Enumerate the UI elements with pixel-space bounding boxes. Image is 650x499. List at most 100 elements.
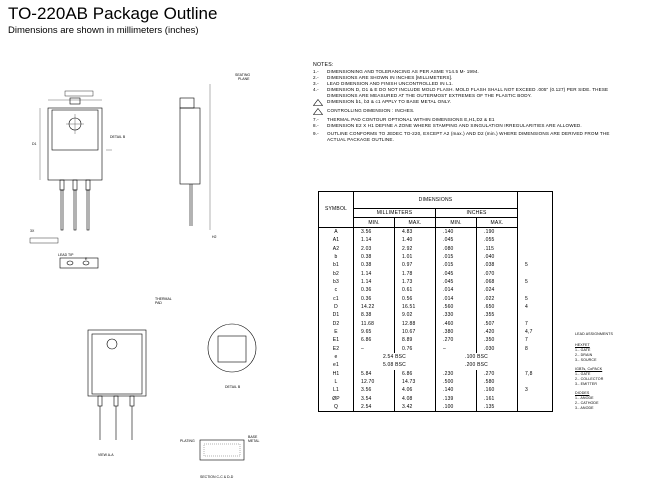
table-cell: 1.78 — [394, 269, 436, 278]
table-cell: 4.08 — [394, 394, 436, 403]
page-title: TO-220AB Package Outline — [8, 4, 218, 23]
table-cell: D2 — [318, 319, 354, 328]
side-view: SEATING PLANE H2 — [179, 73, 250, 239]
svg-text:DETAIL B: DETAIL B — [110, 135, 126, 139]
table-cell: c — [318, 286, 354, 295]
table-cell: .038 — [476, 261, 518, 270]
note-item: 8.-DIMENSION E2 X H1 DEFINE A ZONE WHERE… — [313, 123, 582, 128]
table-cell — [517, 244, 553, 253]
table-cell: 7 — [517, 319, 553, 328]
table-cell: 8.38 — [353, 311, 395, 320]
svg-text:PAD: PAD — [155, 301, 162, 305]
table-cell: .045 — [435, 277, 477, 287]
table-cell: 16.51 — [394, 302, 436, 312]
table-cell: 0.36 — [353, 294, 395, 303]
table-cell: .330 — [435, 311, 477, 320]
table-cell: .355 — [476, 311, 518, 320]
table-cell: 11.68 — [353, 319, 395, 328]
dimensions-header: DIMENSIONS — [353, 191, 518, 209]
table-cell: 7,8 — [517, 369, 553, 378]
lead-item: 3.- ANODE — [575, 406, 594, 410]
table-cell: 5.08 BSC — [353, 361, 436, 370]
table-cell: .500 — [435, 377, 477, 387]
table-cell: 5 — [517, 294, 553, 303]
table-cell: 3 — [517, 386, 553, 395]
table-cell: 0.38 — [353, 261, 395, 270]
table-cell: L — [318, 377, 354, 387]
lead-assignments: LEAD ASSIGNMENTS HEXFET 1.- GATE 2.- DRA… — [575, 332, 613, 411]
svg-text:METAL: METAL — [248, 439, 259, 443]
table-cell: 14.73 — [394, 377, 436, 387]
table-cell — [517, 361, 553, 370]
table-cell: 3.56 — [353, 227, 395, 237]
table-cell: .068 — [476, 277, 518, 287]
table-cell: 5 — [517, 261, 553, 270]
note-item: 7.-THERMAL PAD CONTOUR OPTIONAL WITHIN D… — [313, 117, 495, 122]
svg-text:PLANE: PLANE — [238, 77, 250, 81]
table-cell: 3.42 — [394, 402, 436, 413]
table-cell: 5.84 — [353, 369, 395, 378]
table-cell: D1 — [318, 311, 354, 320]
table-cell: 0.61 — [394, 286, 436, 295]
lead-group-title: HEXFET — [575, 343, 590, 347]
table-cell: 2.92 — [394, 244, 436, 253]
table-cell: 0.56 — [394, 294, 436, 303]
triangle-note-icon — [312, 99, 327, 108]
note-item: DIMENSION b1, b3 & c1 APPLY TO BASE META… — [312, 99, 625, 108]
lead-item: 1.- GATE — [575, 348, 591, 352]
table-cell: 1.40 — [394, 236, 436, 245]
svg-text:SECTION C-C & D-D: SECTION C-C & D-D — [200, 475, 234, 479]
table-cell: .160 — [476, 386, 518, 395]
lead-item: 2.- COLLECTOR — [575, 377, 604, 381]
table-cell: e — [318, 352, 354, 362]
table-cell: .580 — [476, 377, 518, 387]
svg-text:LEAD TIP: LEAD TIP — [58, 253, 74, 257]
view-a-a: THERMAL PAD VIEW A-A — [87, 297, 172, 457]
lead-item: 1.- ANODE — [575, 396, 594, 400]
table-cell: .045 — [435, 236, 477, 245]
notes-list: 1.-DIMENSIONING AND TOLERANCING AS PER A… — [312, 69, 625, 143]
svg-text:E: E — [85, 257, 88, 261]
package-outline-drawing: D1 DETAIL B 3X E SEATING PLANE H2 LEAD T… — [29, 73, 259, 479]
table-cell: A2 — [318, 244, 354, 253]
table-cell: .161 — [476, 394, 518, 403]
note-item: 4.-DIMENSION D, D1 & E DO NOT INCLUDE MO… — [313, 87, 609, 98]
lead-item: 3.- SOURCE — [575, 358, 597, 362]
table-cell: A1 — [318, 236, 354, 245]
table-cell — [517, 236, 553, 245]
table-cell: .270 — [476, 369, 518, 378]
table-cell: 6.86 — [353, 336, 395, 345]
table-cell: b2 — [318, 269, 354, 278]
table-cell: 7 — [517, 336, 553, 345]
table-cell: – — [353, 344, 395, 353]
table-cell: .460 — [435, 319, 477, 328]
section-view: PLATING BASE METAL SECTION C-C & D-D — [180, 435, 259, 479]
table-cell: .100 — [435, 402, 477, 413]
table-cell: 1.14 — [353, 236, 395, 245]
table-cell — [517, 352, 553, 362]
table-cell: .650 — [476, 302, 518, 312]
table-cell: .070 — [476, 269, 518, 278]
front-view: D1 DETAIL B 3X E — [29, 90, 126, 261]
svg-text:H2: H2 — [212, 235, 217, 239]
detail-b-view: DETAIL B — [207, 323, 257, 389]
table-cell — [517, 311, 553, 320]
table-cell: .230 — [435, 369, 477, 378]
table-cell: ØP — [318, 394, 354, 403]
table-cell: 0.76 — [394, 344, 436, 353]
table-cell: .139 — [435, 394, 477, 403]
lead-item: 1.- GATE — [575, 372, 591, 376]
notes-heading: NOTES: — [313, 62, 334, 68]
table-cell: H1 — [318, 369, 354, 378]
table-cell: .190 — [476, 227, 518, 237]
table-cell: 12.88 — [394, 319, 436, 328]
